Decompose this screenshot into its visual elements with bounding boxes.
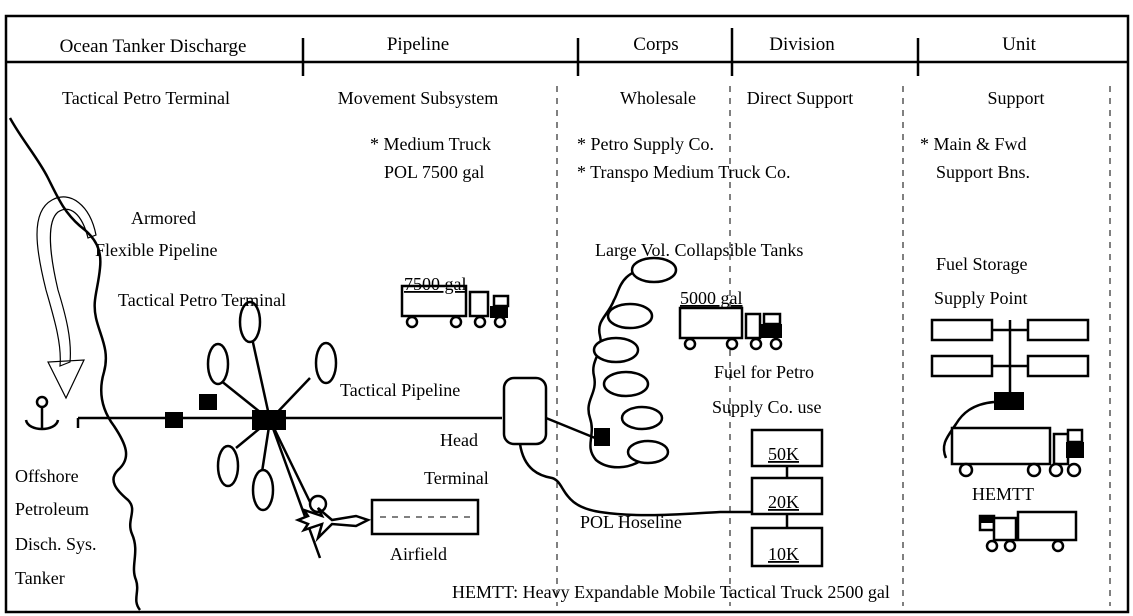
collapsible-tank bbox=[592, 336, 640, 364]
label-supply-point: Supply Point bbox=[934, 288, 1028, 308]
label-armored: Armored bbox=[131, 208, 196, 228]
collapsible-tank bbox=[602, 370, 650, 398]
label-tank-10k: 10K bbox=[768, 544, 799, 564]
label-head: Head bbox=[440, 430, 478, 450]
fuel-storage-grid bbox=[930, 318, 1090, 459]
collapsible-tank bbox=[630, 256, 678, 284]
storage-truck-icon bbox=[950, 426, 1084, 478]
subheader-support: Support bbox=[987, 88, 1044, 108]
hemtt-truck-icon bbox=[978, 510, 1078, 553]
header-division: Division bbox=[769, 34, 835, 55]
label-tank-20k: 20K bbox=[768, 492, 799, 512]
label-truck-5000: 5000 gal bbox=[680, 288, 743, 308]
label-truck-7500: 7500 gal bbox=[404, 274, 467, 294]
collapsible-tank bbox=[626, 439, 670, 465]
label-petroleum: Petroleum bbox=[15, 499, 89, 519]
subheader-terminal: Tactical Petro Terminal bbox=[62, 88, 230, 108]
valve-block bbox=[199, 394, 217, 410]
truck-5000-icon bbox=[678, 306, 783, 351]
label-tactical-pipeline: Tactical Pipeline bbox=[340, 380, 460, 400]
terminal-tanks bbox=[206, 300, 338, 559]
collapsible-manifold bbox=[594, 428, 610, 446]
label-terminal: Terminal bbox=[424, 468, 489, 488]
note-transpo: * Transpo Medium Truck Co. bbox=[577, 162, 791, 182]
note-medium-truck: * Medium Truck bbox=[370, 134, 491, 154]
pol-hoseline bbox=[518, 443, 752, 517]
truck-7500-icon bbox=[400, 284, 510, 329]
collapsible-pipeline bbox=[587, 266, 653, 469]
label-hemtt-definition: HEMTT: Heavy Expandable Mobile Tactical … bbox=[452, 582, 890, 602]
collapsible-tank bbox=[606, 302, 654, 330]
label-tactical-terminal: Tactical Petro Terminal bbox=[118, 290, 286, 310]
label-offshore: Offshore bbox=[15, 466, 79, 486]
label-tanker: Tanker bbox=[15, 568, 65, 588]
label-fuel-petro-1: Fuel for Petro bbox=[714, 362, 814, 382]
flexible-pipeline-arrow bbox=[36, 196, 97, 367]
label-fuel-storage: Fuel Storage bbox=[936, 254, 1028, 274]
header-ocean: Ocean Tanker Discharge bbox=[60, 36, 247, 57]
label-tank-50k: 50K bbox=[768, 444, 799, 464]
header-pipeline: Pipeline bbox=[387, 34, 449, 55]
airfield-runway bbox=[370, 498, 480, 536]
aircraft-icon bbox=[294, 507, 372, 543]
flexible-pipeline-arrowhead bbox=[47, 359, 85, 400]
tank-10k bbox=[750, 526, 824, 568]
note-support-bns: Support Bns. bbox=[936, 162, 1030, 182]
collapsible-tank bbox=[620, 405, 664, 431]
label-large-vol: Large Vol. Collapsible Tanks bbox=[595, 240, 803, 260]
label-hemtt: HEMTT bbox=[972, 484, 1034, 504]
note-pol-7500: POL 7500 gal bbox=[384, 162, 484, 182]
note-main-fwd: * Main & Fwd bbox=[920, 134, 1027, 154]
subheader-movement: Movement Subsystem bbox=[338, 88, 499, 108]
subheader-direct: Direct Support bbox=[747, 88, 853, 108]
outer-frame bbox=[4, 14, 1130, 614]
label-fuel-petro-2: Supply Co. use bbox=[712, 397, 822, 417]
coastline bbox=[8, 117, 142, 611]
subheader-wholesale: Wholesale bbox=[620, 88, 696, 108]
head-terminal-tank bbox=[502, 376, 548, 446]
anchor-icon bbox=[24, 395, 60, 431]
label-disch: Disch. Sys. bbox=[15, 534, 97, 554]
label-pol-hoseline: POL Hoseline bbox=[580, 512, 682, 532]
valve-block bbox=[165, 412, 183, 428]
header-corps: Corps bbox=[633, 34, 678, 55]
note-petro-supply: * Petro Supply Co. bbox=[577, 134, 714, 154]
header-unit: Unit bbox=[1002, 34, 1037, 55]
label-airfield: Airfield bbox=[390, 544, 447, 564]
label-flexible: Flexible Pipeline bbox=[95, 240, 217, 260]
